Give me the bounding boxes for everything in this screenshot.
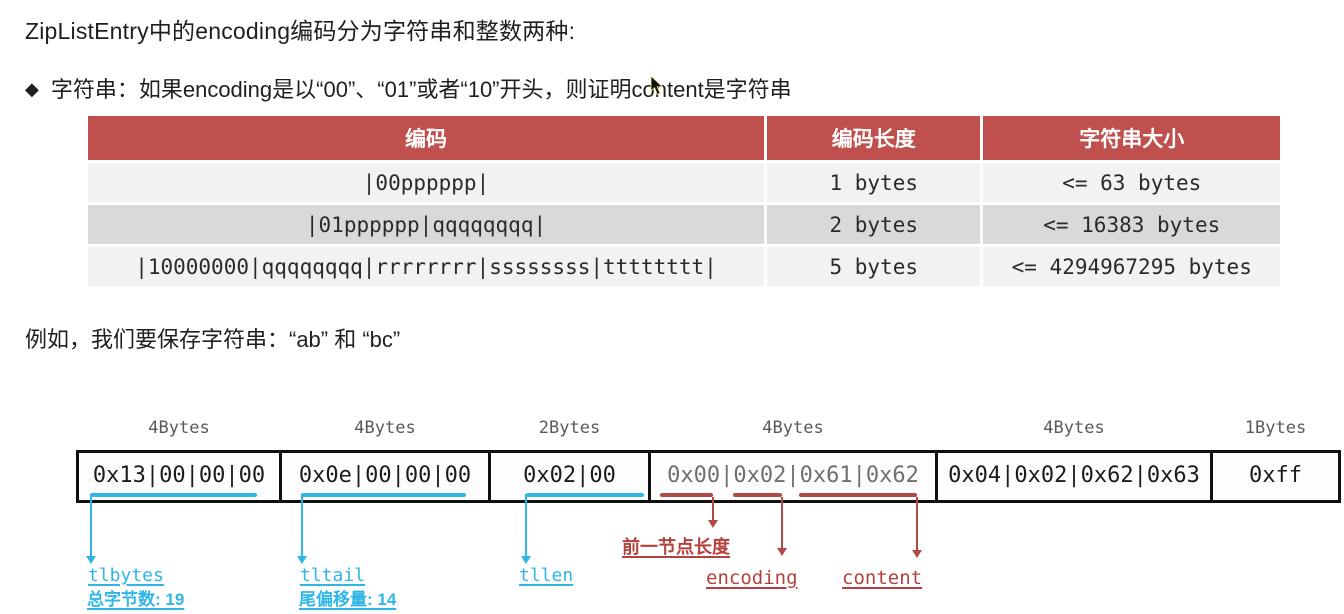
size-label: 1Bytes	[1244, 418, 1307, 438]
byte-cell-zlend: 0xff	[1210, 450, 1341, 503]
encoding-label: encoding	[706, 567, 798, 589]
bullet-line: ◆ 字符串：如果encoding是以“00”、“01”或者“10”开头，则证明co…	[25, 72, 792, 104]
red-arrows	[708, 497, 922, 558]
content-label: content	[842, 567, 923, 589]
tlbytes-desc: 总字节数: 19	[87, 590, 185, 609]
bullet-text: 字符串：如果encoding是以“00”、“01”或者“10”开头，则证明con…	[50, 77, 792, 102]
size-label: 2Bytes	[538, 418, 601, 438]
cell-size: <= 63 bytes	[983, 163, 1280, 202]
cell-length: 2 bytes	[767, 205, 981, 244]
size-label: 4Bytes	[354, 418, 416, 438]
byte-cell-value: 0x0e|00|00|00	[298, 463, 472, 488]
byte-cell-value: 0x02|00	[523, 463, 616, 488]
cell-encoding: |00pppppp|	[88, 163, 765, 202]
blue-arrows	[86, 494, 531, 564]
ziplist-byte-diagram: 4Bytes 4Bytes 2Bytes 4Bytes 4Bytes 1Byte…	[0, 390, 1344, 614]
size-label: 4Bytes	[1043, 418, 1105, 438]
tllen-underline	[526, 493, 644, 497]
cell-encoding: |10000000|qqqqqqqq|rrrrrrrr|ssssssss|ttt…	[88, 247, 765, 286]
col-header-encoding-length: 编码长度	[767, 116, 981, 160]
byte-cell-value: 0x00|0x02|0x61|0x62	[667, 463, 919, 488]
byte-cell-tllen: 0x02|00	[488, 450, 651, 503]
encoding-table: 编码 编码长度 字符串大小 |00pppppp| 1 bytes <= 63 b…	[85, 113, 1283, 289]
size-label: 4Bytes	[148, 418, 210, 438]
cell-size: <= 4294967295 bytes	[983, 247, 1280, 286]
cell-length: 1 bytes	[767, 163, 981, 202]
tltail-desc: 尾偏移量: 14	[299, 590, 397, 609]
diamond-bullet-icon: ◆	[25, 79, 39, 99]
page-title: ZipListEntry中的encoding编码分为字符串和整数两种:	[25, 18, 576, 44]
col-header-encoding: 编码	[88, 116, 765, 160]
byte-cell-tlbytes: 0x13|00|00|00	[76, 450, 282, 503]
byte-cell-entry2: 0x04|0x02|0x62|0x63	[935, 450, 1213, 503]
size-label: 4Bytes	[762, 418, 824, 438]
col-header-string-size: 字符串大小	[983, 116, 1280, 160]
example-line: 例如，我们要保存字符串：“ab” 和 “bc”	[25, 327, 401, 352]
byte-cell-entry1: 0x00|0x02|0x61|0x62	[648, 450, 938, 503]
encoding-underline	[733, 493, 782, 497]
cell-length: 5 bytes	[767, 247, 981, 286]
tllen-label: tllen	[519, 565, 574, 586]
tltail-underline	[301, 493, 466, 497]
byte-cell-value: 0x04|0x02|0x62|0x63	[948, 463, 1200, 488]
mouse-cursor-icon	[650, 76, 664, 96]
tlbytes-underline	[90, 493, 257, 497]
prev-entry-len-underline	[660, 493, 713, 497]
content-underline	[799, 493, 917, 497]
tlbytes-label: tlbytes	[88, 565, 164, 586]
tltail-label: tltail	[300, 565, 366, 586]
cell-encoding: |01pppppp|qqqqqqqq|	[88, 205, 765, 244]
table-row: |00pppppp| 1 bytes <= 63 bytes	[88, 163, 1280, 202]
byte-cell-value: 0x13|00|00|00	[92, 463, 266, 488]
table-row: |01pppppp|qqqqqqqq| 2 bytes <= 16383 byt…	[88, 205, 1280, 244]
table-header-row: 编码 编码长度 字符串大小	[88, 116, 1280, 160]
cell-size: <= 16383 bytes	[983, 205, 1280, 244]
table-row: |10000000|qqqqqqqq|rrrrrrrr|ssssssss|ttt…	[88, 247, 1280, 286]
byte-cell-tltail: 0x0e|00|00|00	[279, 450, 491, 503]
prev-entry-len-label: 前一节点长度	[622, 537, 730, 557]
byte-cell-value: 0xff	[1249, 463, 1302, 488]
